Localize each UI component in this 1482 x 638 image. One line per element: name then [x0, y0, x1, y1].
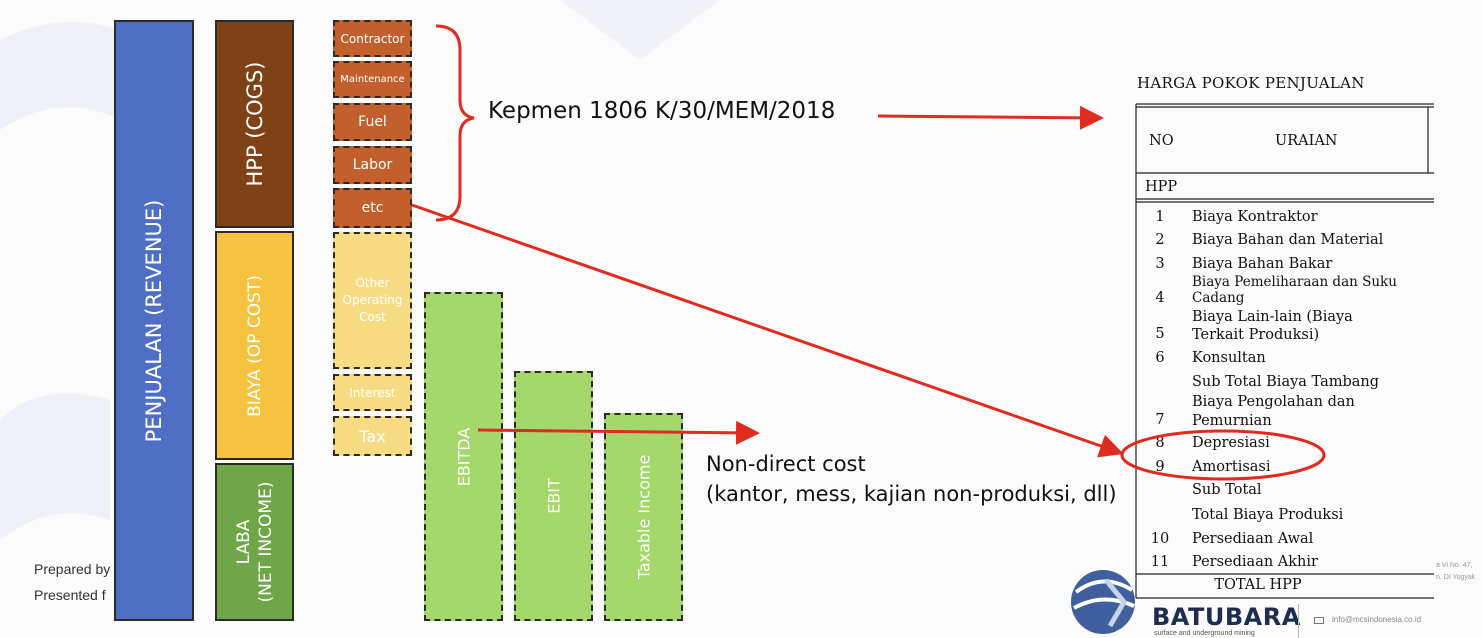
row-number: 2 [1155, 232, 1165, 248]
other-line3: Cost [359, 310, 386, 324]
row-uraian-line2: Pemurnian [1192, 413, 1272, 429]
row-uraian: Biaya Bahan Bakar [1192, 256, 1333, 272]
nondirect-line1: Non-direct cost [706, 452, 866, 476]
row-uraian: Biaya Bahan dan Material [1192, 232, 1384, 248]
row-uraian-line1: Biaya Pemeliharaan dan Suku [1192, 274, 1397, 290]
revenue-bar: PENJUALAN (REVENUE) [114, 20, 194, 621]
total-hpp: TOTAL HPP [1214, 577, 1302, 593]
tax-label: Tax [359, 426, 386, 446]
row-uraian: Biaya Pemeliharaan dan Suku Cadang [1192, 274, 1432, 306]
row-uraian-line1: Biaya Lain-lain (Biaya [1192, 309, 1353, 325]
row-uraian: Persediaan Awal [1192, 531, 1314, 547]
row-uraian: Sub Total Biaya Tambang [1192, 374, 1380, 390]
row-uraian: Total Biaya Produksi [1192, 507, 1344, 523]
kepmen-annotation: Kepmen 1806 K/30/MEM/2018 [488, 98, 836, 124]
footer-divider [1298, 604, 1299, 638]
footer-address-line2: n, DI Yogyak [1436, 574, 1476, 581]
tax-box: Tax [333, 416, 412, 456]
row-uraian: Biaya Lain-lain (Biaya Terkait Produksi) [1192, 308, 1432, 344]
batubara-logo-text: BATUBARA [1152, 603, 1301, 631]
row-uraian: Depresiasi [1192, 435, 1270, 451]
netincome-bar: LABA (NET INCOME) [215, 463, 294, 621]
opcost-bar: BIAYA (OP COST) [215, 231, 294, 460]
contractor-box: Contractor [333, 20, 412, 57]
row-number: 8 [1155, 435, 1165, 451]
row-number: 4 [1155, 290, 1165, 306]
etc-label: etc [361, 200, 384, 216]
row-number: 1 [1155, 209, 1165, 225]
fuel-box: Fuel [333, 103, 412, 141]
row-uraian-line2: Terkait Produksi) [1192, 327, 1320, 343]
prepared-by-text: Prepared by [34, 561, 111, 577]
row-number: 3 [1155, 256, 1165, 272]
row-uraian: Persediaan Akhir [1192, 554, 1318, 570]
row-number: 6 [1155, 350, 1165, 366]
presented-for-text: Presented f [34, 587, 106, 603]
etc-box: etc [333, 188, 412, 228]
row-uraian: Biaya Pengolahan dan Pemurnian [1192, 393, 1432, 431]
row-uraian: Amortisasi [1192, 459, 1271, 475]
email-icon [1314, 617, 1324, 624]
row-uraian-line2: Cadang [1192, 290, 1245, 306]
other-line1: Other [355, 276, 390, 290]
row-uraian: Biaya Kontraktor [1192, 209, 1318, 225]
nondirect-cost-annotation: Non-direct cost (kantor, mess, kajian no… [706, 449, 1117, 509]
maintenance-box: Maintenance [333, 61, 412, 98]
other-operating-box: Other Operating Cost [333, 232, 412, 369]
row-number: 7 [1155, 412, 1165, 428]
batubara-globe-icon [1071, 570, 1135, 634]
header-uraian: URAIAN [1275, 133, 1338, 149]
row-uraian: Sub Total [1192, 482, 1262, 498]
row-uraian-line1: Biaya Pengolahan dan [1192, 394, 1355, 410]
row-number: 5 [1155, 326, 1165, 342]
labor-box: Labor [333, 146, 412, 184]
row-number: 10 [1150, 531, 1170, 547]
batubara-logo-subtitle: surface and underground mining [1154, 630, 1255, 637]
footer-address-line1: a Vi No. 47, [1436, 562, 1473, 569]
row-number: 11 [1150, 554, 1170, 570]
maintenance-label: Maintenance [340, 74, 405, 85]
footer-email: info@mcsindonesia.co.id [1332, 615, 1422, 624]
row-uraian: Konsultan [1192, 350, 1266, 366]
header-no: NO [1149, 133, 1174, 149]
row-number: 9 [1155, 459, 1165, 475]
hpp-table-title: HARGA POKOK PENJUALAN [1137, 74, 1365, 92]
section-hpp: HPP [1145, 179, 1178, 195]
contractor-label: Contractor [340, 31, 405, 46]
other-line2: Operating [342, 293, 403, 307]
cogs-bar: HPP (COGS) [215, 20, 294, 228]
interest-box: Interest [333, 374, 412, 411]
interest-label: Interest [349, 385, 396, 400]
fuel-label: Fuel [358, 114, 387, 130]
labor-label: Labor [352, 157, 393, 173]
nondirect-line2: (kantor, mess, kajian non-produksi, dll) [706, 482, 1117, 506]
